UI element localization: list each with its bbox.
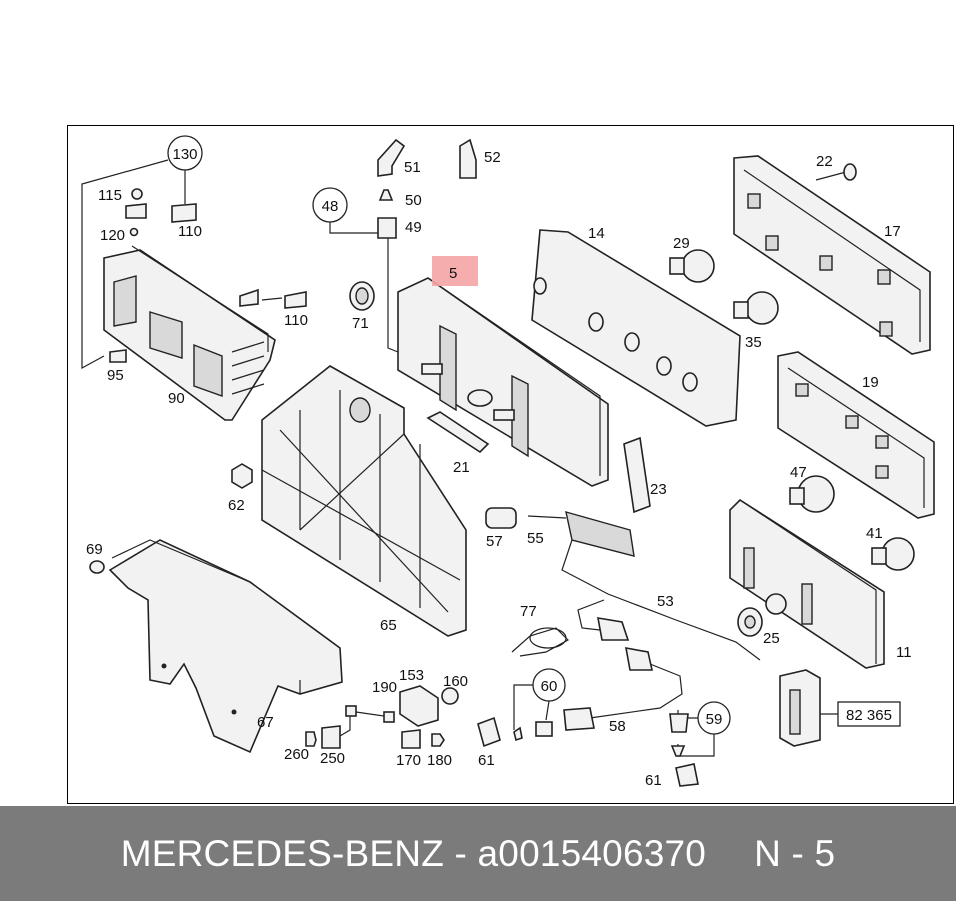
part-label: 130 bbox=[172, 146, 197, 163]
part-label: 21 bbox=[453, 459, 470, 476]
bulb-29-35-drawing bbox=[669, 249, 779, 325]
part-label: 55 bbox=[527, 530, 544, 547]
part-label: 19 bbox=[862, 374, 879, 391]
part-label: 57 bbox=[486, 533, 503, 550]
callout-circle-59 bbox=[697, 701, 731, 735]
part-21-drawing bbox=[426, 411, 490, 454]
footer-bar: MERCEDES-BENZ - a0015406370 N - 5 bbox=[0, 806, 956, 901]
highlight-5 bbox=[432, 256, 478, 286]
part-label: 153 bbox=[399, 667, 424, 684]
part-label: 60 bbox=[541, 678, 558, 695]
part-57-55-drawing bbox=[485, 507, 635, 557]
part-label: 17 bbox=[884, 223, 901, 240]
part-51-52-drawing bbox=[377, 138, 477, 179]
part-label: 170 bbox=[396, 752, 421, 769]
part-25-drawing bbox=[737, 607, 763, 637]
callout-circle-60 bbox=[532, 668, 566, 702]
bottom-small-parts-drawing bbox=[305, 685, 553, 749]
part-label: 61 bbox=[645, 772, 662, 789]
part-label: 110 bbox=[178, 223, 202, 240]
leader-130-left bbox=[81, 159, 169, 370]
part-label: 260 bbox=[284, 746, 309, 763]
part-label: 120 bbox=[100, 227, 125, 244]
part-23-reflector-drawing bbox=[623, 436, 651, 514]
callout-circle-130 bbox=[167, 135, 203, 171]
part-label: 41 bbox=[866, 525, 883, 542]
part-label: 160 bbox=[443, 673, 468, 690]
leader-59-bottom bbox=[677, 734, 715, 757]
part-label: 47 bbox=[790, 464, 807, 481]
part-67-69-drawing bbox=[89, 539, 343, 754]
part-label: 29 bbox=[673, 235, 690, 252]
part-label: 59 bbox=[706, 711, 723, 728]
leader-49-lamp bbox=[387, 238, 399, 353]
footer-page-ref: N - 5 bbox=[754, 832, 836, 874]
part-14-lens-drawing bbox=[531, 229, 741, 427]
callout-circle-48 bbox=[312, 187, 348, 223]
leader-60-left bbox=[513, 684, 536, 730]
part-label: 22 bbox=[816, 153, 833, 170]
part-label: 11 bbox=[896, 644, 912, 661]
part-65-carrier-plate-drawing bbox=[261, 365, 467, 637]
part-77-tie-drawing bbox=[511, 627, 569, 657]
part-label: 77 bbox=[520, 603, 537, 620]
part-label: 62 bbox=[228, 497, 245, 514]
part-label: 14 bbox=[588, 225, 605, 242]
footer-part-number: MERCEDES-BENZ - a0015406370 bbox=[120, 832, 707, 874]
part-59-61-drawing bbox=[669, 713, 699, 787]
part-label: 250 bbox=[320, 750, 345, 767]
part-49-50-drawing bbox=[377, 189, 397, 239]
part-19-gasket-drawing bbox=[777, 351, 935, 519]
part-82365-drawing bbox=[779, 669, 821, 747]
part-label: 110 bbox=[284, 312, 308, 329]
part-label: 23 bbox=[650, 481, 667, 498]
part-label: 90 bbox=[168, 390, 185, 407]
part-53-harness-drawing bbox=[561, 539, 761, 661]
part-62-drawing bbox=[231, 463, 253, 489]
parts-diagram: 130 115 110 120 110 95 90 51 52 48 50 49… bbox=[81, 135, 935, 789]
part-label: 5 bbox=[449, 265, 457, 282]
part-label: 50 bbox=[405, 192, 422, 209]
part-label: 82 365 bbox=[846, 707, 892, 724]
part-label: 52 bbox=[484, 149, 501, 166]
part-22-17-drawing bbox=[733, 155, 931, 355]
leader-60-down bbox=[545, 700, 550, 721]
part-label: 61 bbox=[478, 752, 495, 769]
part-label: 53 bbox=[657, 593, 674, 610]
part-5-lamp-housing-drawing bbox=[397, 277, 609, 487]
part-label: 25 bbox=[763, 630, 780, 647]
part-label: 71 bbox=[352, 315, 369, 332]
part-label: 69 bbox=[86, 541, 103, 558]
part-label: 58 bbox=[609, 718, 626, 735]
callout-box-82365 bbox=[837, 701, 901, 727]
part-label: 49 bbox=[405, 219, 422, 236]
part-label: 48 bbox=[322, 198, 339, 215]
part-11-lamp-drawing bbox=[729, 498, 885, 669]
part-label: 95 bbox=[107, 367, 124, 384]
part-label: 190 bbox=[372, 679, 397, 696]
part-90-bracket-drawing bbox=[103, 245, 276, 421]
part-label: 180 bbox=[427, 752, 452, 769]
part-71-drawing bbox=[349, 281, 375, 311]
part-label: 51 bbox=[404, 159, 421, 176]
part-58-cable-drawing bbox=[563, 599, 683, 731]
leader-48 bbox=[329, 222, 383, 234]
part-label: 67 bbox=[257, 714, 274, 731]
part-label: 65 bbox=[380, 617, 397, 634]
bulb-47-41-drawing bbox=[789, 475, 915, 571]
diagram-frame bbox=[67, 125, 954, 804]
part-label: 35 bbox=[745, 334, 762, 351]
clip-parts-drawing bbox=[109, 188, 307, 363]
part-label: 115 bbox=[98, 187, 122, 204]
